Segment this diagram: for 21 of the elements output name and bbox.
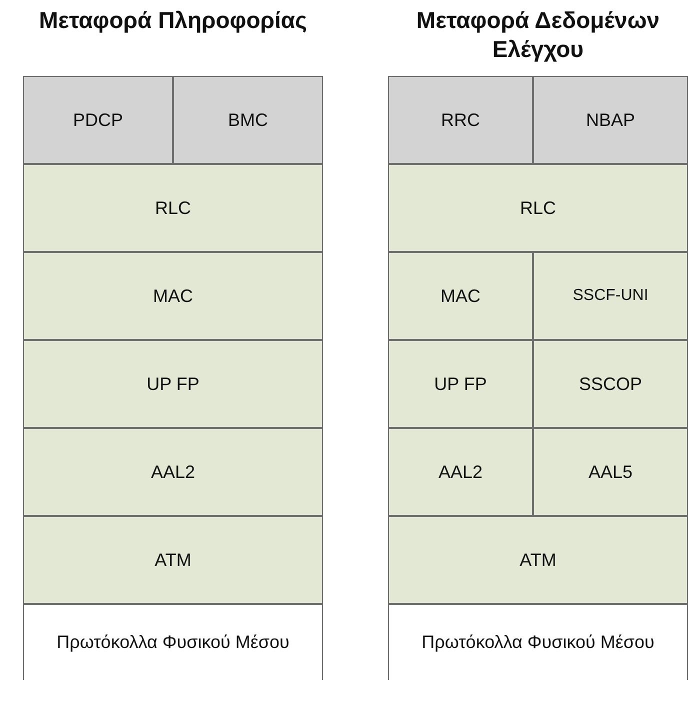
stack-heading: Μεταφορά Δεδομένων Ελέγχου — [415, 6, 661, 64]
protocol-layer: AAL2 — [388, 428, 533, 516]
protocol-layer: AAL5 — [533, 428, 688, 516]
protocol-layer: RLC — [23, 164, 323, 252]
physical-layer: Πρωτόκολλα Φυσικού Μέσου — [388, 604, 688, 680]
physical-layer: Πρωτόκολλα Φυσικού Μέσου — [23, 604, 323, 680]
stack-heading: Μεταφορά Πληροφορίας — [38, 6, 308, 35]
protocol-layer: MAC — [388, 252, 533, 340]
protocol-layer: PDCP — [23, 76, 173, 164]
protocol-layer: UP FP — [23, 340, 323, 428]
protocol-layer: AAL2 — [23, 428, 323, 516]
protocol-layer: BMC — [173, 76, 323, 164]
protocol-layer: UP FP — [388, 340, 533, 428]
protocol-layer: RLC — [388, 164, 688, 252]
protocol-layer: ATM — [388, 516, 688, 604]
protocol-layer: NBAP — [533, 76, 688, 164]
protocol-layer: SSCOP — [533, 340, 688, 428]
protocol-layer: RRC — [388, 76, 533, 164]
protocol-layer: MAC — [23, 252, 323, 340]
protocol-layer: SSCF-UNI — [533, 252, 688, 340]
protocol-layer: ATM — [23, 516, 323, 604]
